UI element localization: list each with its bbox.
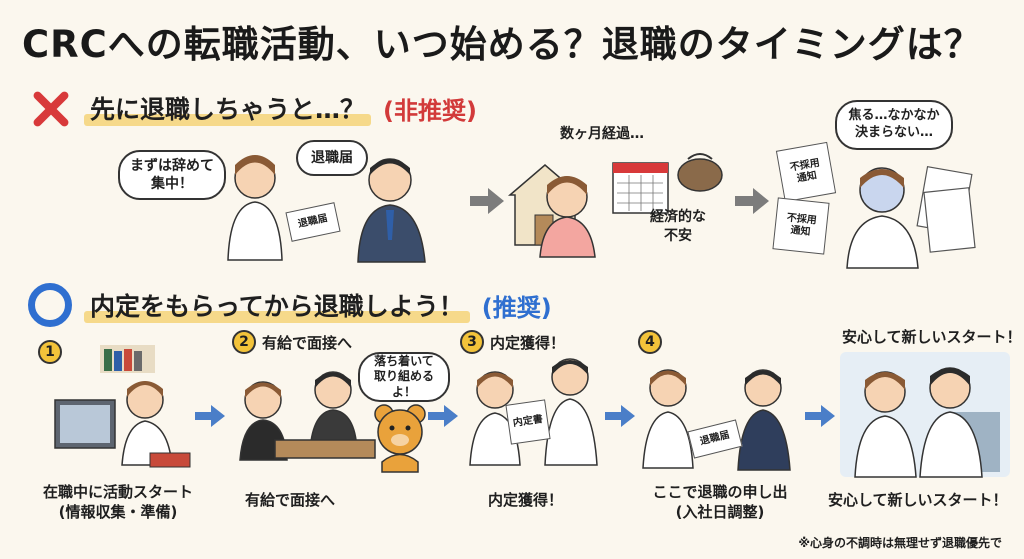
step-number: 2 (232, 330, 256, 354)
section-bad-heading: 先に退職しちゃうと…？ (非推奨) (28, 86, 477, 130)
waiting-scene-illustration (507, 153, 723, 258)
step5-label: 安心して新しいスタート！ (828, 491, 1008, 509)
good-heading-text: 内定をもらってから退職しよう！ (90, 292, 464, 321)
circle-icon (28, 283, 72, 327)
section-good-heading: 内定をもらってから退職しよう！ (推奨) (28, 283, 552, 327)
step2-title: 有給で面接へ (262, 334, 353, 352)
arrow-right-icon (428, 405, 458, 427)
resign-scene-illustration (227, 155, 426, 263)
page-title: CRCへの転職活動、いつ始める？退職のタイミングは？ (22, 23, 982, 66)
stressed-woman-illustration (846, 165, 976, 269)
step5-new-start-illustration (840, 352, 1010, 478)
rejection-notice-paper: 不採用 通知 (775, 141, 837, 203)
arrow-right-icon (605, 405, 635, 427)
offer-letter-paper: 内定書 (505, 399, 551, 445)
step1-label: 在職中に活動スタート (情報収集・準備) (42, 483, 193, 522)
arrow-right-icon (195, 405, 225, 427)
bear-mascot-icon (374, 404, 426, 473)
bad-tag: (非推奨) (383, 96, 477, 125)
arrow-right-icon (735, 188, 769, 214)
step1-illustration (54, 345, 191, 468)
step-number: 3 (460, 330, 484, 354)
good-tag: (推奨) (481, 293, 552, 322)
months-passed-label: 数ヶ月経過… (560, 126, 644, 142)
bubble-resign-letter: 退職届 (296, 140, 368, 176)
bubble-resign-focus: まずは辞めて 集中！ (118, 150, 226, 200)
step3-title: 内定獲得！ (490, 334, 566, 352)
step-number: 4 (638, 330, 662, 354)
step-number: 1 (38, 340, 62, 364)
step2-interview-illustration (239, 371, 376, 461)
step3-label: 内定獲得！ (488, 491, 564, 509)
arrow-right-icon (470, 188, 504, 214)
step2-label: 有給で面接へ (245, 491, 336, 509)
financial-worry-label: 経済的な 不安 (650, 209, 706, 244)
bear-bubble: 落ち着いて 取り組めるよ！ (358, 352, 450, 402)
bubble-stress: 焦る…なかなか 決まらない… (835, 100, 953, 150)
arrow-right-icon (805, 405, 835, 427)
step5-title: 安心して新しいスタート！ (842, 328, 1022, 346)
cross-icon (28, 86, 72, 130)
step4-resign-illustration (642, 369, 791, 471)
rejection-notice-paper: 不採用 通知 (772, 197, 830, 255)
step4-label: ここで退職の申し出 (入社日調整) (652, 483, 788, 522)
footnote: ※心身の不調時は無理せず退職優先で (798, 536, 1002, 550)
bad-heading-text: 先に退職しちゃうと…？ (90, 95, 366, 124)
